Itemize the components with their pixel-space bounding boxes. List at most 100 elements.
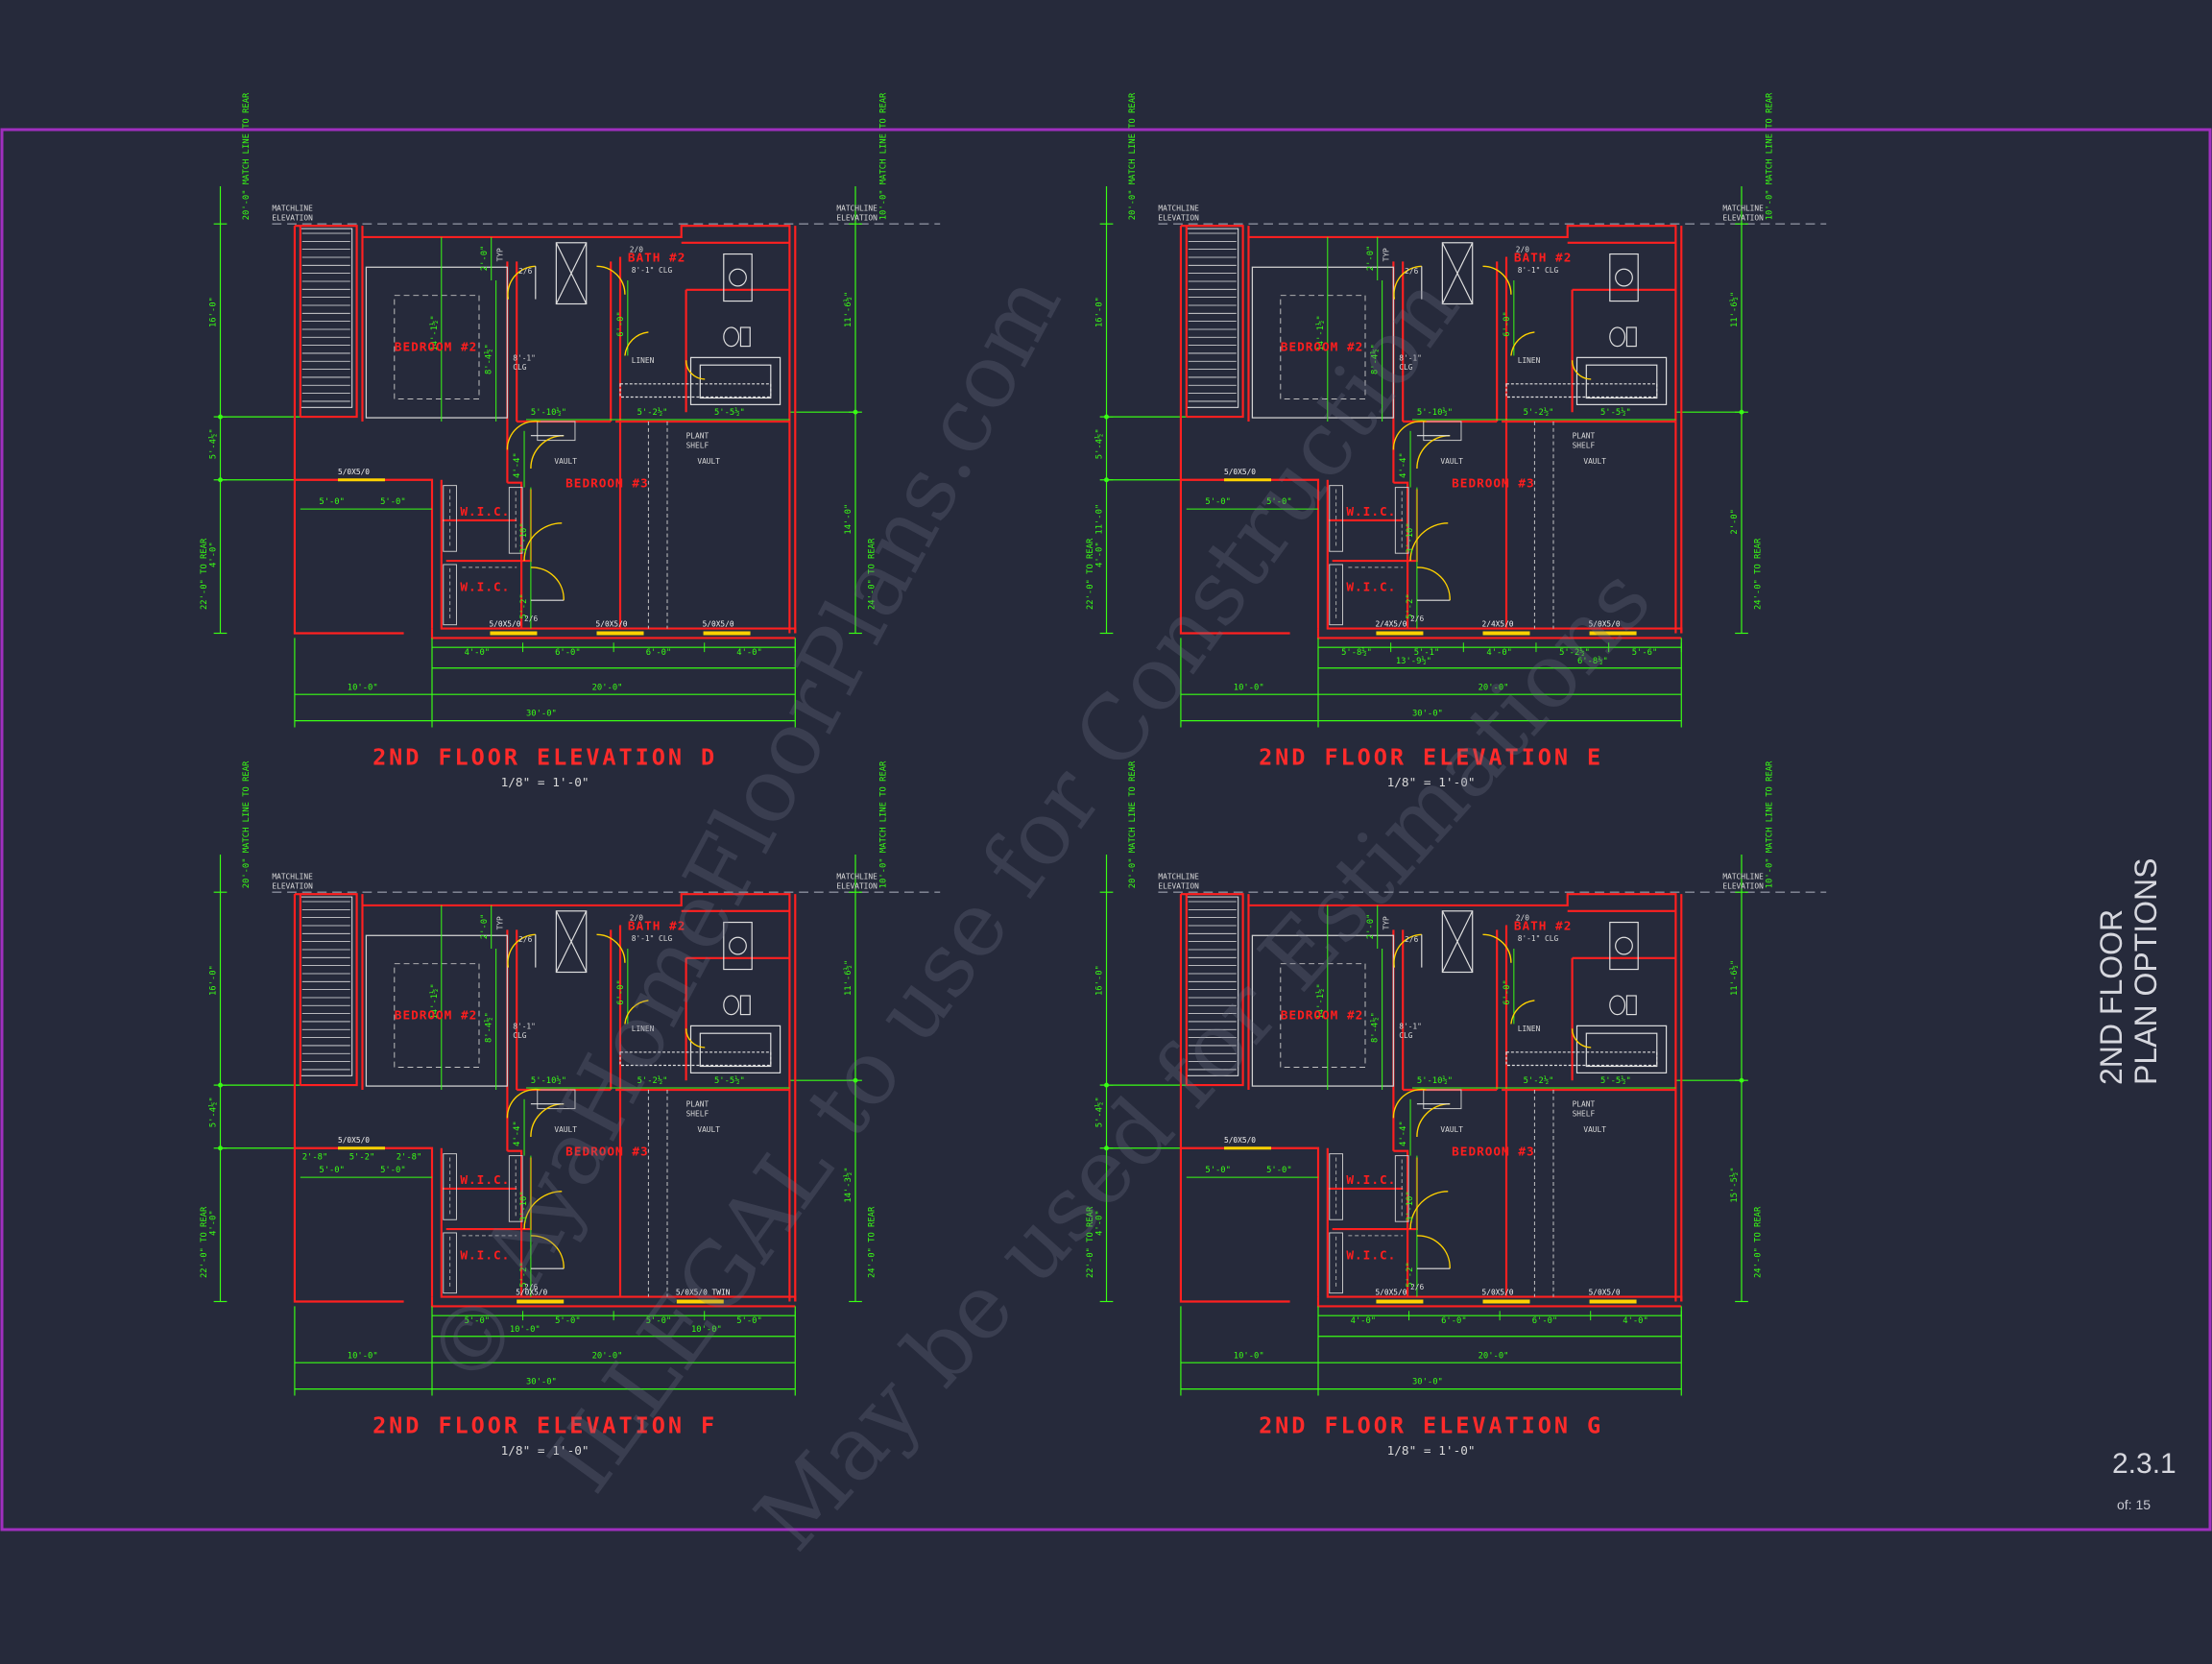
floor-plan-3: MATCHLINEELEVATIONMATCHLINEELEVATION20'-…: [200, 760, 942, 1459]
matchline-label-left: MATCHLINE: [272, 204, 313, 212]
plan-title: 2ND FLOOR ELEVATION D: [373, 744, 717, 771]
vault-label-left: VAULT: [1440, 457, 1463, 466]
dim-2-0: 2'-0": [480, 914, 490, 940]
plan-scale: 1/8" = 1'-0": [501, 776, 589, 790]
room-wic-1: W.I.C.: [1346, 505, 1396, 519]
dim-2-0: 2'-0": [1366, 246, 1376, 272]
sheet-of: of: 15: [2117, 1497, 2151, 1512]
dim-3-10: 3'-10": [1406, 1191, 1415, 1221]
rear-right: 24'-0" TO REAR: [868, 538, 878, 610]
dim-5-2: 5'-2": [1406, 593, 1415, 619]
dim-8-4: 8'-4½": [484, 344, 494, 374]
dim-30-0: 30'-0": [1412, 710, 1443, 719]
dim-20-0: 20'-0": [592, 1351, 623, 1361]
door-2-0: 2/0: [1516, 246, 1529, 254]
matchline-sub-right: ELEVATION: [1722, 213, 1764, 222]
bottom-dim-2: 4'-0": [1486, 648, 1512, 658]
dim-8-4: 8'-4½": [484, 1012, 494, 1043]
bottom-window-2: 5/0X5/0: [1589, 1289, 1621, 1297]
dim-5-0-b: 5'-0": [1266, 497, 1292, 507]
typ-note: TYP: [496, 916, 505, 929]
dim-16-0: 16'-0": [1095, 965, 1105, 996]
window-upper: 5/0X5/0: [338, 468, 370, 476]
dim-14-1: 14'-1½": [1315, 315, 1326, 350]
dim-20-0: 20'-0": [592, 683, 623, 692]
dim-6-0-bath: 6'-0": [616, 311, 626, 337]
dim-11-6: 11'-6½": [1729, 292, 1740, 327]
dim-10-0: 10'-0": [1234, 1351, 1264, 1361]
dim-2-0: 2'-0": [1366, 914, 1376, 940]
dim-30-0: 30'-0": [1412, 1378, 1443, 1387]
dim-4-0: 4'-0": [209, 542, 219, 567]
dim-30-0: 30'-0": [526, 710, 557, 719]
bedroom-ceiling-note-2: CLG: [513, 363, 526, 372]
bottom-window-0: 5/0X5/0: [489, 620, 520, 629]
dim-16-0: 16'-0": [209, 965, 219, 996]
bottom-dim-1: 6'-0": [555, 648, 581, 658]
dim-4-4: 4'-4": [1399, 452, 1408, 478]
dim-5-0-b: 5'-0": [1266, 1166, 1292, 1175]
matchline-label-left: MATCHLINE: [1158, 204, 1199, 212]
door-2-6-b: 2/6: [1410, 615, 1424, 623]
dim-5-2: 5'-2": [519, 593, 529, 619]
bottom-dim-1: 6'-0": [1441, 1316, 1467, 1326]
door-2-0: 2/0: [630, 914, 643, 923]
top-dim-0: 2'-8": [302, 1153, 328, 1163]
matchline-label-right: MATCHLINE: [1722, 872, 1764, 880]
dim-4-0: 4'-0": [1095, 542, 1105, 567]
dim-5-2-half: 5'-2½": [1524, 1075, 1554, 1086]
floor-plan-4: MATCHLINEELEVATIONMATCHLINEELEVATION20'-…: [1086, 760, 1828, 1459]
match-side-right: 10'-0" MATCH LINE TO REAR: [878, 92, 888, 220]
bottom-window-1: 5/0X5/0: [596, 620, 628, 629]
plant-shelf-label-2: SHELF: [686, 441, 709, 449]
plant-shelf-label: PLANT: [686, 1100, 709, 1109]
rear-right: 24'-0" TO REAR: [868, 1206, 878, 1278]
matchline-label-left: MATCHLINE: [1158, 872, 1199, 880]
bottom-window-2: 5/0X5/0: [1589, 620, 1621, 629]
dim-16-0: 16'-0": [1095, 297, 1105, 327]
dim-5-0-a: 5'-0": [319, 1166, 345, 1175]
rear-right: 24'-0" TO REAR: [1754, 1206, 1764, 1278]
sub-dim-1: 10'-0": [691, 1325, 722, 1335]
room-bedroom-2: BEDROOM #2: [1281, 1009, 1363, 1024]
window-upper: 5/0X5/0: [338, 1136, 370, 1145]
vault-label-right: VAULT: [1583, 457, 1606, 466]
floor-plan-2: MATCHLINEELEVATIONMATCHLINEELEVATION20'-…: [1086, 92, 1828, 790]
side-title-line2: PLAN OPTIONS: [2128, 858, 2163, 1086]
bottom-window-1: 5/0X5/0: [1482, 1289, 1514, 1297]
dim-5-2: 5'-2": [1406, 1262, 1415, 1288]
dim-5-10: 5'-10½": [1417, 407, 1453, 418]
bottom-dim-2: 6'-0": [1532, 1316, 1558, 1326]
matchline-sub-left: ELEVATION: [272, 213, 313, 222]
dim-right: 14'-3½": [843, 1167, 854, 1202]
linen-label: LINEN: [632, 356, 655, 365]
bedroom-ceiling-note: 8'-1": [513, 353, 536, 362]
sub-dim-0: 10'-0": [510, 1325, 541, 1335]
door-2-6-a: 2/6: [1405, 267, 1418, 276]
bottom-dim-2: 5'-0": [646, 1316, 672, 1326]
dim-20-0: 20'-0": [1479, 683, 1509, 692]
plan-scale: 1/8" = 1'-0": [1387, 1444, 1476, 1459]
dim-4-0: 4'-0": [1095, 1210, 1105, 1236]
top-dim-2: 2'-8": [397, 1153, 422, 1163]
room-bedroom-2: BEDROOM #2: [395, 1009, 477, 1024]
dim-5-4: 5'-4½": [208, 1097, 219, 1127]
bedroom-ceiling-note-2: CLG: [1399, 363, 1412, 372]
dim-6-0-bath: 6'-0": [616, 979, 626, 1005]
dim-5-5: 5'-5½": [1600, 1075, 1631, 1086]
vault-label-right: VAULT: [1583, 1125, 1606, 1134]
room-bedroom-3: BEDROOM #3: [565, 1146, 648, 1160]
dim-16-0: 16'-0": [209, 297, 219, 327]
dim-30-0: 30'-0": [526, 1378, 557, 1387]
rear-left: 22'-0" TO REAR: [1086, 538, 1095, 610]
bath-ceiling-note: 8'-1" CLG: [632, 934, 673, 943]
bedroom-ceiling-note: 8'-1": [513, 1022, 536, 1030]
door-2-6-a: 2/6: [518, 935, 532, 944]
match-side-left: 20'-0" MATCH LINE TO REAR: [1128, 760, 1138, 888]
room-bath-2: BATH #2: [1514, 919, 1573, 933]
bottom-window-0: 2/4X5/0: [1375, 620, 1407, 629]
matchline-sub-right: ELEVATION: [836, 213, 878, 222]
bottom-dim-1: 5'-0": [555, 1316, 581, 1326]
